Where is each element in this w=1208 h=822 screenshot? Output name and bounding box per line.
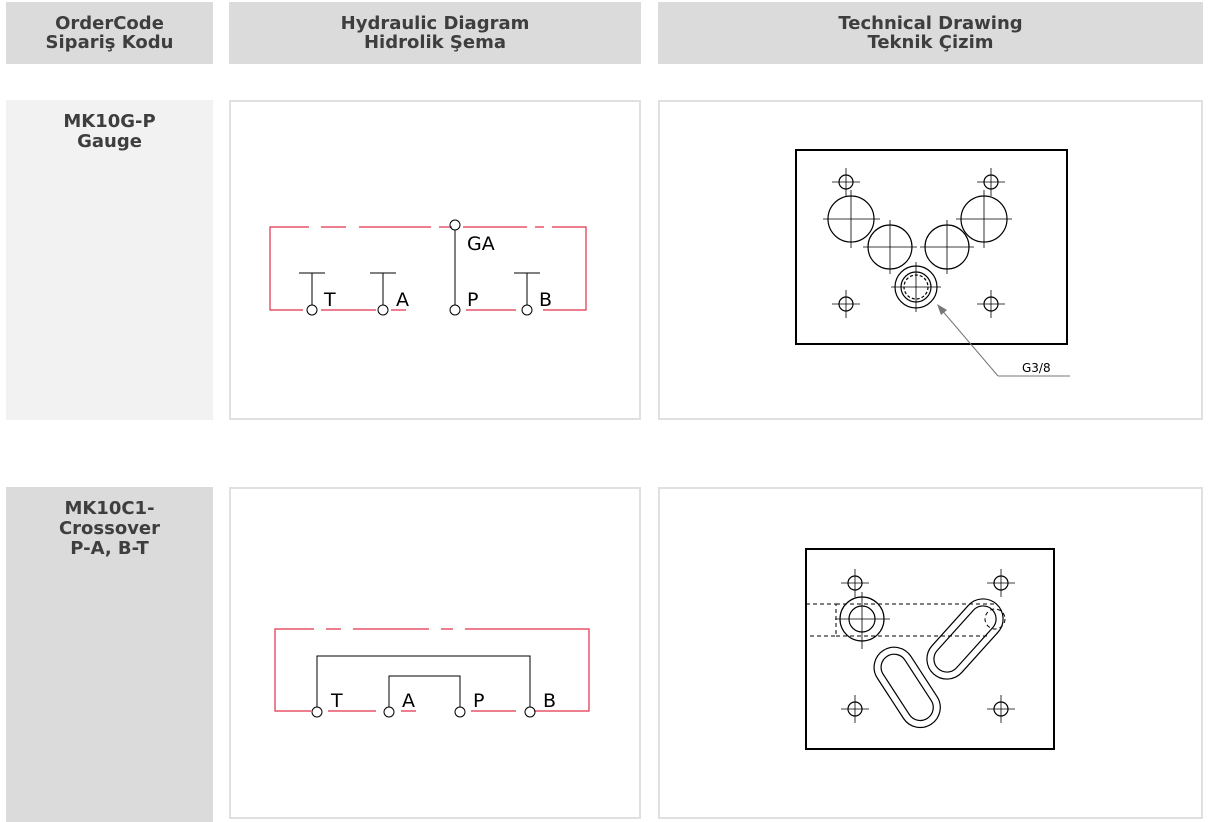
technical-drawing-gauge: G3/8 — [795, 149, 1070, 377]
port-label-ga: GA — [467, 233, 495, 255]
hydraulic-diagram-panel-crossover: T A P B — [229, 487, 641, 819]
order-code-line: MK10G-P — [63, 111, 156, 132]
header-order-code-en: OrderCode — [55, 13, 164, 34]
technical-drawing-crossover — [805, 548, 1055, 750]
port-label-t: T — [323, 289, 336, 311]
order-code-line: P-A, B-T — [70, 538, 149, 559]
port-label-p: P — [473, 690, 484, 712]
port-label-t: T — [330, 690, 343, 712]
hydraulic-diagram-panel-gauge: T A P B GA — [229, 100, 641, 420]
order-code-line: MK10C1- — [64, 498, 155, 519]
header-hydraulic-tr: Hidrolik Şema — [363, 32, 506, 53]
technical-drawing-panel-gauge: G3/8 — [658, 100, 1203, 420]
order-code-line: Crossover — [58, 518, 161, 539]
order-code-cell-mk10c1: MK10C1- Crossover P-A, B-T — [6, 487, 213, 822]
header-technical-tr: Teknik Çizim — [867, 32, 994, 53]
order-code-line: Gauge — [77, 131, 142, 152]
header-order-code-tr: Sipariş Kodu — [45, 32, 174, 53]
technical-drawing-panel-crossover — [658, 487, 1203, 819]
port-label-a: A — [402, 690, 415, 712]
hydraulic-diagram-crossover: T A P B — [274, 628, 590, 718]
thread-size-label: G3/8 — [1022, 361, 1051, 375]
port-label-p: P — [467, 289, 478, 311]
header-order-code: OrderCode Sipariş Kodu — [6, 2, 213, 64]
hydraulic-diagram-gauge: T A P B GA — [269, 219, 587, 316]
port-label-a: A — [396, 289, 409, 311]
order-code-cell-mk10g-p: MK10G-P Gauge — [6, 100, 213, 420]
port-label-b: B — [539, 289, 552, 311]
port-label-b: B — [543, 690, 556, 712]
header-technical-drawing: Technical Drawing Teknik Çizim — [658, 2, 1203, 64]
header-technical-en: Technical Drawing — [838, 13, 1023, 34]
header-hydraulic-diagram: Hydraulic Diagram Hidrolik Şema — [229, 2, 641, 64]
header-hydraulic-en: Hydraulic Diagram — [340, 13, 530, 34]
